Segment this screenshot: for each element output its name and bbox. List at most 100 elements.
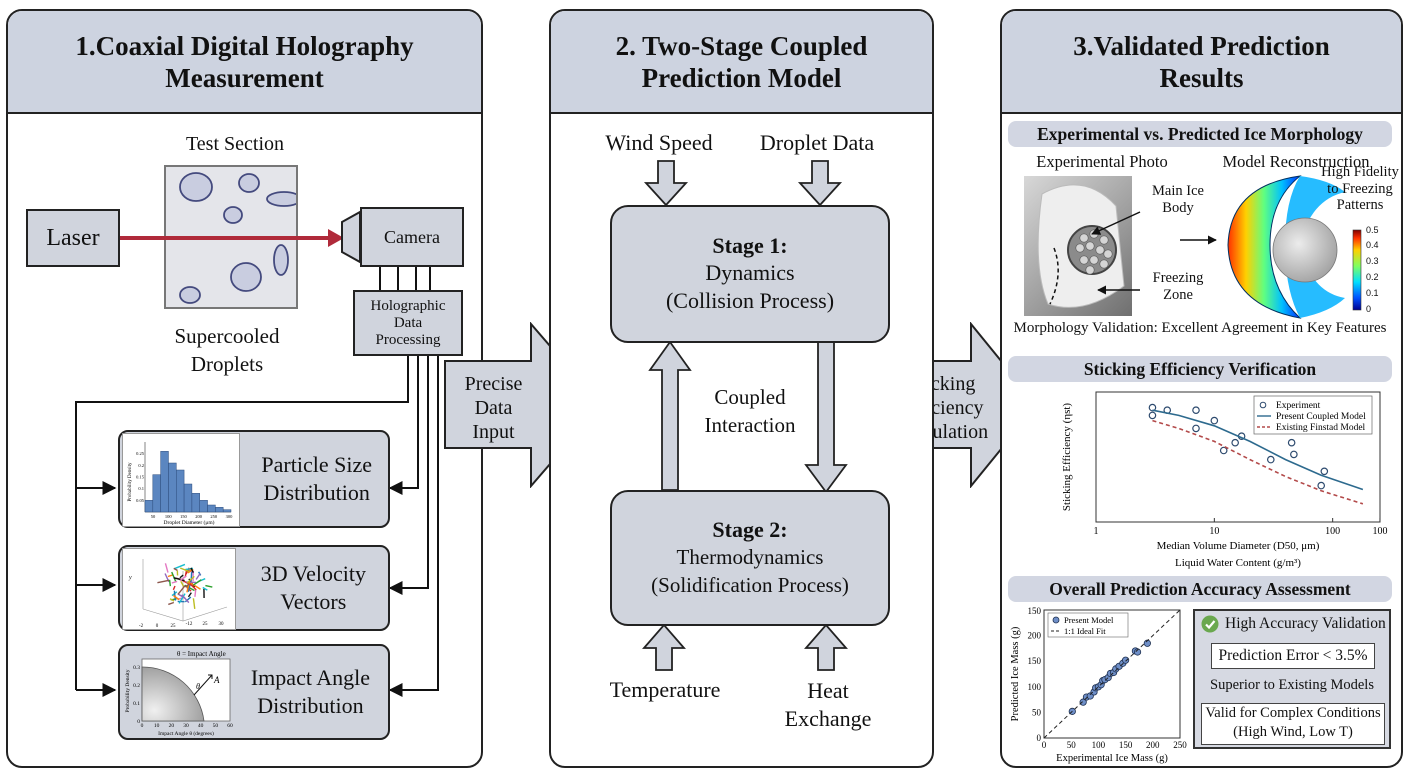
experiment-point: [1148, 411, 1157, 420]
velocity-vector: [205, 584, 213, 588]
particle-size-label: Particle Size Distribution: [261, 452, 372, 505]
theta-symbol: θ: [196, 682, 200, 691]
stage1-box: Stage 1: Dynamics (Collision Process): [610, 205, 890, 343]
stick-xtick: 1: [1094, 526, 1099, 537]
velocity-vector: [187, 569, 193, 574]
velocity-vector: [179, 574, 184, 579]
acc-ytick: 200: [1028, 631, 1042, 641]
hist-bar: [222, 509, 232, 513]
cylinder-element: [1099, 235, 1109, 245]
check-icon: [1201, 615, 1219, 633]
vel-axis-y: y: [128, 575, 132, 581]
acc-xtick: 50: [1067, 740, 1077, 750]
acc-xtick: 0: [1042, 740, 1047, 750]
laser-box: Laser: [26, 209, 120, 267]
coupled-up-arrow: [648, 340, 692, 491]
stick-legend-label: Existing Finstad Model: [1276, 423, 1366, 433]
hist-ytick: 0.1: [138, 486, 144, 491]
velocity-vector: [180, 580, 185, 588]
velocity-vector: [202, 586, 208, 591]
acc-ylabel: Predicted Ice Mass (g): [1010, 626, 1021, 721]
velocity-vector: [157, 579, 170, 584]
acc-ytick: 150: [1028, 606, 1042, 616]
acc-legend-label: Present Model: [1064, 615, 1114, 625]
velocity-vector: [173, 577, 185, 582]
experiment-point: [1320, 467, 1329, 476]
acc-legend-label: 1:1 Ideal Fit: [1064, 626, 1106, 636]
present-model-point: [1133, 648, 1142, 656]
hist-ytick: 0.05: [136, 498, 145, 503]
high-accuracy-label: High Accuracy Validation: [1225, 615, 1386, 632]
acc-xtick: 150: [1119, 740, 1133, 750]
acc-ytick: 0: [1037, 733, 1042, 743]
morphology-caption: Morphology Validation: Excellent Agreeme…: [1013, 320, 1387, 336]
cylinder-element: [1099, 259, 1109, 269]
acc-ytick: 50: [1032, 707, 1042, 717]
model-reconstruction-label: Model Reconstruction: [1222, 152, 1370, 171]
impact-angle-legend: θ = Impact Angle: [177, 650, 226, 658]
coupled-interaction-label: Coupled Interaction: [704, 385, 796, 437]
angle-xtick: 60: [227, 723, 233, 729]
vel-tick: -2: [139, 624, 144, 629]
laser-beam: [120, 229, 344, 247]
impact-angle-plot: θ = Impact Angle θ A Impact Angle θ (deg…: [122, 647, 236, 737]
acc-xtick: 250: [1173, 740, 1187, 750]
hist-xtick: 150: [180, 514, 188, 519]
velocity-vector: [173, 567, 178, 572]
droplet-data-label: Droplet Data: [759, 130, 875, 155]
stick-legend-label: Experiment: [1276, 401, 1321, 411]
model-curve: [1152, 409, 1364, 491]
angle-xtick: 10: [154, 723, 160, 729]
acc-xtick: 100: [1092, 740, 1106, 750]
experiment-point: [1210, 416, 1219, 425]
present-model-point: [1122, 656, 1130, 664]
a-symbol: A: [213, 675, 220, 685]
droplet-arrow: [797, 160, 843, 207]
cylinder-element: [1095, 245, 1105, 255]
velocity-vector: [171, 580, 178, 584]
angle-xlabel: Impact Angle θ (degrees): [158, 730, 214, 737]
heat-arrow: [804, 623, 848, 671]
temperature-arrow: [642, 623, 686, 671]
hist-ytick: 0.25: [136, 451, 145, 456]
holographic-processing-box: Holographic Data Processing: [353, 290, 463, 356]
angle-ytick: 0.3: [133, 665, 140, 671]
velocity-vector: [184, 583, 190, 588]
experimental-photo-label: Experimental Photo: [1036, 152, 1168, 171]
angle-xtick: 40: [198, 723, 204, 729]
angle-ytick: 0.1: [133, 701, 140, 707]
hist-xtick: 200: [195, 514, 203, 519]
heat-exchange-label: Heat Exchange: [784, 678, 872, 731]
velocity-vector: [172, 594, 180, 601]
vel-tick: 0: [156, 624, 159, 629]
experiment-point: [1317, 481, 1325, 490]
velocity-vector: [173, 590, 177, 601]
model-curve: [1152, 419, 1364, 505]
cylinder-element: [1079, 255, 1089, 265]
particle-size-histogram: Probability Density Droplet Diameter (μm…: [122, 433, 240, 527]
test-section-label: Test Section: [185, 133, 285, 155]
acc-xlabel: Experimental Ice Mass (g): [1056, 753, 1168, 764]
acc-ytick: 100: [1028, 682, 1042, 692]
accuracy-summary-box: High Accuracy Validation Prediction Erro…: [1193, 609, 1391, 749]
hist-xtick: 100: [165, 514, 173, 519]
velocity-vector: [167, 574, 173, 578]
experimental-photo: [1024, 176, 1132, 316]
stage1-title: Stage 1:: [712, 233, 788, 258]
data-input-label: Precise Data Input: [464, 373, 523, 443]
velocity-vector: [186, 575, 195, 584]
stick-xtick: 10: [1209, 526, 1219, 537]
experiment-point: [1219, 446, 1228, 455]
velocity-vector: [193, 579, 202, 586]
cylinder-element: [1075, 243, 1085, 253]
hist-ylabel: Probability Density: [128, 462, 133, 502]
present-model-point: [1079, 698, 1087, 706]
vel-tick: 30: [219, 622, 225, 627]
velocity-vector: [172, 585, 176, 591]
acc-ytick: 150: [1028, 656, 1042, 666]
stick-xtick: 100: [1325, 526, 1340, 537]
